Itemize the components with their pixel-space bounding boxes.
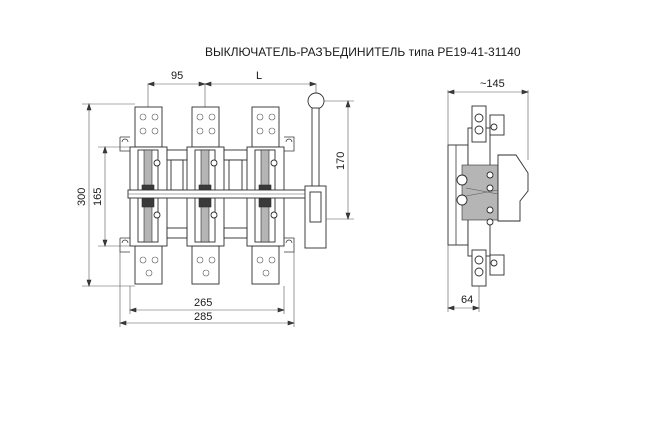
- side-view: ~145 64: [447, 78, 529, 312]
- dim-side-base: 64: [461, 294, 473, 306]
- dim-width-outer: 285: [194, 311, 212, 323]
- dim-width-inner: 265: [194, 297, 212, 309]
- drawing-title: ВЫКЛЮЧАТЕЛЬ-РАЗЪЕДИНИТЕЛЬ типа РЕ19-41-3…: [205, 45, 521, 59]
- dim-handle-offset: L: [256, 70, 262, 82]
- front-dimensions: 95 L 300 165 170 265 285: [76, 70, 354, 327]
- dim-side-depth: ~145: [480, 78, 505, 90]
- pole-spacers: [166, 149, 248, 239]
- dim-overall-height: 300: [76, 188, 88, 206]
- dim-handle-height: 170: [335, 152, 347, 170]
- front-view: 95 L 300 165 170 265 285: [76, 70, 354, 327]
- dim-pole-pitch: 95: [171, 70, 183, 82]
- dim-mounting-height: 165: [92, 188, 104, 206]
- side-dimensions: ~145 64: [447, 78, 529, 312]
- operating-handle: [127, 92, 327, 249]
